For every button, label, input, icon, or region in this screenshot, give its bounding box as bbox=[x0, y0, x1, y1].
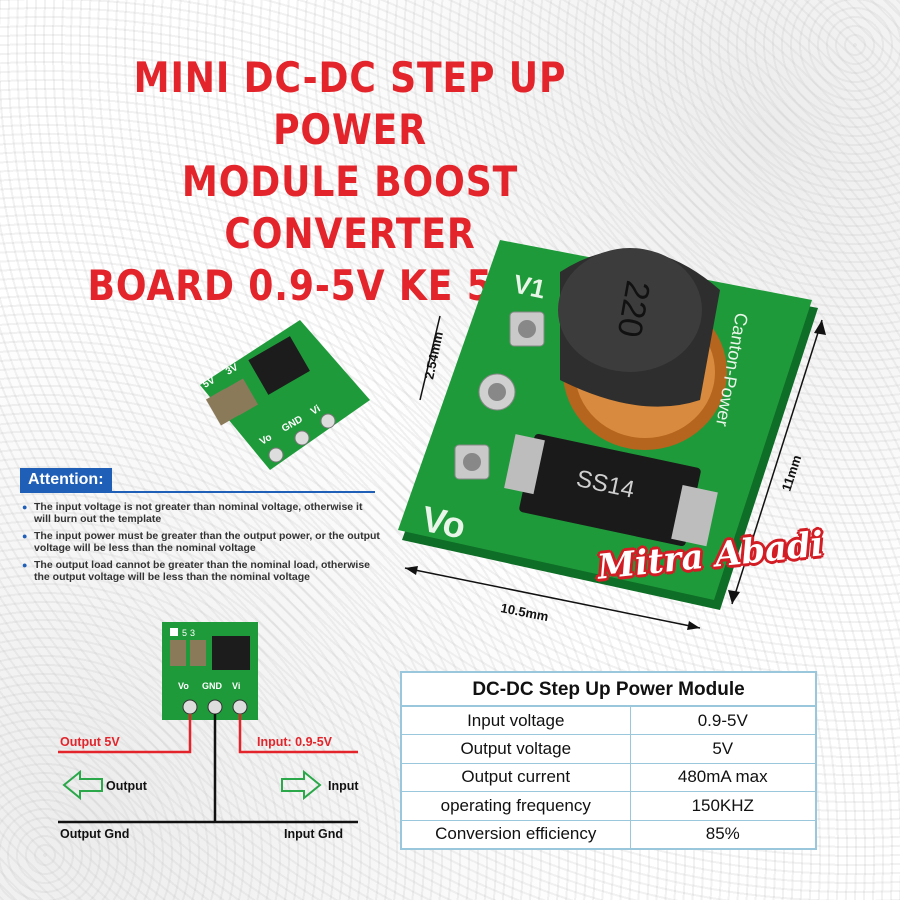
diagram-box-5-marker bbox=[170, 628, 178, 636]
table-row: Input voltage 0.9-5V bbox=[400, 705, 817, 735]
label-input-range: Input: 0.9-5V bbox=[257, 735, 333, 749]
label-input: Input bbox=[328, 779, 359, 793]
diagram-pin-gnd: GND bbox=[202, 681, 223, 691]
table-row: Output current 480mA max bbox=[400, 762, 817, 792]
attention-item: The input voltage is not greater than no… bbox=[20, 501, 380, 525]
diagram-cap-2 bbox=[190, 640, 206, 666]
dim-height-arrow-bottom bbox=[728, 590, 740, 604]
spec-label: Conversion efficiency bbox=[400, 819, 631, 849]
spec-value: 85% bbox=[629, 819, 817, 849]
pad-hole-1 bbox=[518, 320, 536, 338]
spec-label: operating frequency bbox=[400, 791, 631, 821]
diagram-box-3: 3 bbox=[190, 628, 195, 638]
label-output: Output bbox=[106, 779, 148, 793]
dim-pitch-label: 2.54mm bbox=[421, 330, 446, 380]
title-line-2: MODULE BOOST CONVERTER bbox=[181, 157, 519, 258]
small-board-cap-2 bbox=[223, 378, 259, 416]
diagram-cap-1 bbox=[170, 640, 186, 666]
inductor-top bbox=[558, 248, 702, 372]
spec-value: 150KHZ bbox=[629, 791, 817, 821]
spec-value: 5V bbox=[629, 734, 817, 764]
pad-hole-2 bbox=[488, 383, 506, 401]
small-board-hole-3 bbox=[320, 413, 336, 429]
diode-body bbox=[519, 433, 701, 547]
spec-label: Input voltage bbox=[400, 705, 631, 735]
dim-pitch-line bbox=[419, 315, 441, 401]
attention-heading: Attention: bbox=[20, 468, 112, 492]
spec-value: 480mA max bbox=[629, 762, 817, 792]
diagram-box-5: 5 bbox=[182, 628, 187, 638]
dim-height-line bbox=[731, 319, 823, 605]
wire-output bbox=[58, 714, 192, 754]
dim-width-arrow-right bbox=[687, 621, 700, 630]
wire-input bbox=[238, 714, 358, 754]
silk-v1: V1 bbox=[511, 269, 548, 305]
table-row: Output voltage 5V bbox=[400, 734, 817, 764]
attention-item: The output load cannot be greater than t… bbox=[20, 559, 380, 583]
dim-width-arrow-left bbox=[405, 566, 418, 575]
spec-table-title: DC-DC Step Up Power Module bbox=[400, 671, 817, 705]
dim-width-label: 10.5mm bbox=[499, 600, 549, 624]
pad-hole-3 bbox=[463, 453, 481, 471]
spec-value: 0.9-5V bbox=[629, 705, 817, 735]
diagram-pin-vi: Vi bbox=[232, 681, 240, 691]
arrow-output-icon bbox=[62, 769, 103, 801]
dim-height-label: 11mm bbox=[779, 453, 805, 493]
diagram-hole-vi bbox=[232, 699, 248, 715]
label-output-gnd: Output Gnd bbox=[60, 827, 129, 841]
small-board-chip bbox=[248, 336, 310, 395]
small-board-3v: 3V bbox=[224, 362, 240, 378]
attention-item: The input power must be greater than the… bbox=[20, 530, 380, 554]
diagram-chip bbox=[212, 636, 250, 670]
diode-lead-right bbox=[671, 484, 718, 547]
small-board-hole-2 bbox=[294, 430, 310, 446]
spec-table: DC-DC Step Up Power Module Input voltage… bbox=[400, 671, 817, 850]
spec-label: Output current bbox=[400, 762, 631, 792]
attention-panel: Attention: The input voltage is not grea… bbox=[20, 468, 380, 588]
diode-lead-left bbox=[504, 434, 545, 495]
dim-width-line bbox=[404, 567, 701, 629]
dim-height-arrow-top bbox=[814, 320, 826, 335]
label-output-5v: Output 5V bbox=[60, 735, 120, 749]
small-board-cap-1 bbox=[205, 388, 241, 426]
title-line-1: MINI DC-DC STEP UP POWER bbox=[133, 53, 567, 154]
attention-divider bbox=[20, 491, 375, 493]
small-board-5v: 5V bbox=[201, 375, 217, 391]
attention-list: The input voltage is not greater than no… bbox=[20, 501, 380, 583]
small-board-pin-vo: Vo bbox=[258, 432, 274, 448]
table-row: Conversion efficiency 85% bbox=[400, 819, 817, 849]
diagram-hole-vo bbox=[182, 699, 198, 715]
small-board-hole-1 bbox=[268, 447, 284, 463]
silk-vo: Vo bbox=[418, 498, 469, 547]
label-input-gnd: Input Gnd bbox=[284, 827, 343, 841]
diagram-pin-vo: Vo bbox=[178, 681, 189, 691]
arrow-input-icon bbox=[281, 769, 322, 801]
small-board-body bbox=[200, 320, 370, 470]
spec-label: Output voltage bbox=[400, 734, 631, 764]
diagram-hole-gnd bbox=[207, 699, 223, 715]
table-row: operating frequency 150KHZ bbox=[400, 791, 817, 821]
